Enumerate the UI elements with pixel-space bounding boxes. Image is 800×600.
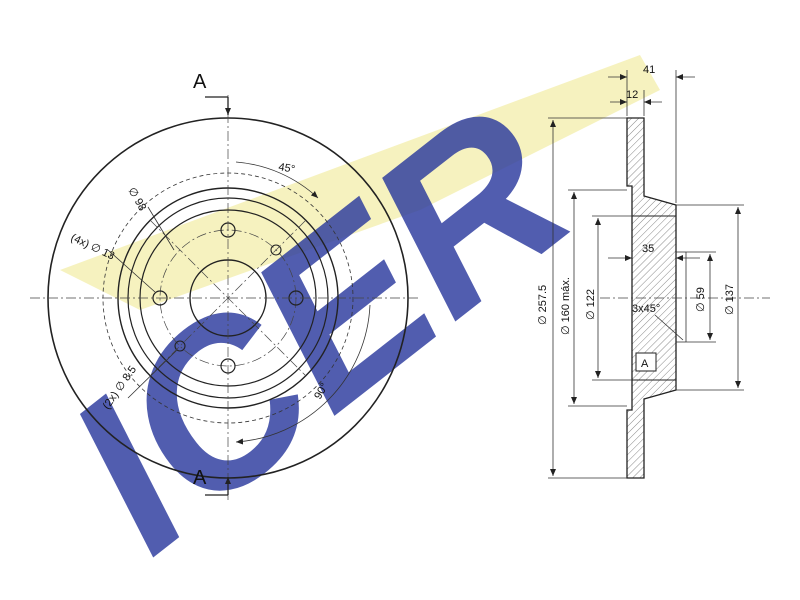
small-holes bbox=[174, 244, 282, 352]
dim-width-total: 41 bbox=[643, 64, 655, 76]
bolt-hole-label: (4x) ∅ 13 bbox=[69, 232, 117, 263]
dim-center-bore: ∅ 59 bbox=[695, 287, 707, 312]
pcd-label: ∅ 98 bbox=[125, 186, 148, 214]
dim-chamfer: 3x45° bbox=[632, 303, 660, 315]
section-label-bottom: A bbox=[193, 467, 207, 489]
dim-friction-inner: ∅ 160 máx. bbox=[560, 277, 572, 335]
bolt-hole-leader bbox=[107, 249, 156, 293]
dim-thickness: 12 bbox=[626, 89, 638, 101]
friction-ring-section bbox=[626, 117, 677, 479]
small-hole bbox=[174, 340, 186, 352]
section-marker-bottom: A bbox=[193, 467, 231, 496]
angle-arc-90 bbox=[235, 304, 371, 445]
side-view: 41 12 35 3x45° A ∅ 257.5 ∅ 160 máx. bbox=[537, 64, 770, 479]
angle-arc-45 bbox=[235, 161, 319, 199]
datum-box bbox=[635, 352, 657, 372]
pcd-leader bbox=[147, 206, 175, 251]
dim-outer-diameter: ∅ 257.5 bbox=[537, 285, 549, 325]
angle-label-45: 45° bbox=[277, 161, 295, 176]
section-label-top: A bbox=[193, 71, 207, 93]
datum-label: A bbox=[641, 358, 649, 370]
center-line-diag-2 bbox=[149, 219, 307, 377]
dim-hat-height: 35 bbox=[642, 243, 654, 255]
dim-hat-outer: ∅ 137 bbox=[724, 284, 736, 315]
small-hole-leader bbox=[127, 349, 178, 399]
small-hole bbox=[270, 244, 282, 256]
section-marker-top: A bbox=[193, 71, 231, 115]
watermark-yellow-band bbox=[60, 55, 660, 310]
dim-hat-diameter: ∅ 122 bbox=[585, 289, 597, 320]
